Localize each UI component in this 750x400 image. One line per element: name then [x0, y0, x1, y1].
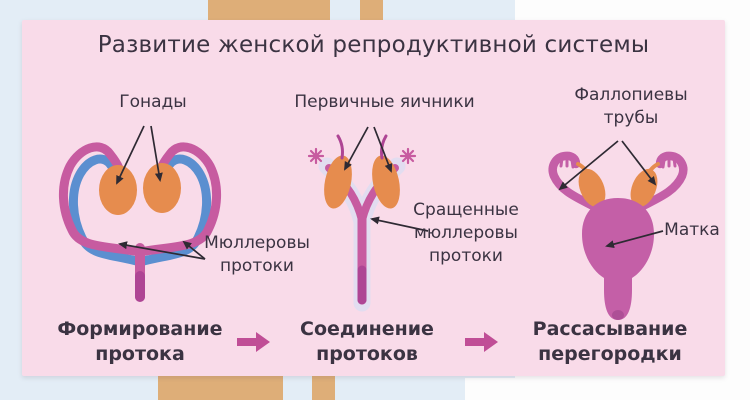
- pointer-primary-ovary-left: [344, 126, 369, 171]
- label-fallopian-tubes: Фаллопиевы трубы: [574, 85, 688, 128]
- fimbriae-left: [559, 156, 575, 169]
- pointer-tube-right: [621, 140, 657, 186]
- label-uterus: Матка: [664, 220, 720, 240]
- label-primary-ovaries: Первичные яичники: [294, 92, 475, 112]
- label-mullerian-ducts: Мюллеровы протоки: [204, 233, 310, 276]
- pointer-mullerian-right: [182, 240, 206, 260]
- fimbriae-right: [661, 156, 677, 169]
- wood-post-top-narrow: [360, 0, 383, 21]
- mullerian-duct-left: [58, 142, 145, 257]
- gonad-right: [143, 163, 181, 213]
- pointer-mullerian-left: [118, 241, 206, 260]
- cervix-tip: [612, 310, 624, 320]
- step-arrow-icon: [465, 332, 498, 352]
- pointer-gonad-right: [150, 125, 163, 182]
- label-fused-ducts: Сращенные мюллеровы протоки: [413, 200, 519, 266]
- duct-stalk-end: [135, 292, 145, 302]
- caption-stage2: Соединение протоков: [300, 318, 434, 366]
- label-gonads: Гонады: [119, 92, 187, 112]
- fallopian-tube-left: [548, 151, 609, 217]
- figure-stage3-uterus: [548, 151, 688, 320]
- pointer-primary-ovary-right: [373, 126, 393, 173]
- caption-stage1: Формирование протока: [57, 318, 223, 366]
- wood-post-bottom-wide: [158, 376, 283, 400]
- caption-stage3: Рассасывание перегородки: [532, 318, 688, 366]
- gonad-left: [99, 165, 137, 215]
- fimbriae-star-right: [399, 147, 417, 165]
- uterus-body: [582, 198, 654, 320]
- pointer-fused-ducts: [370, 216, 429, 232]
- wood-post-top-wide: [208, 0, 330, 21]
- pointer-uterus: [605, 230, 664, 249]
- wood-post-bottom-narrow: [312, 376, 335, 400]
- pointer-gonad-left: [116, 125, 145, 185]
- figure-stage1-ducts: [58, 142, 222, 302]
- fallopian-tube-right: [627, 151, 688, 217]
- fimbriae-star-left: [307, 147, 325, 165]
- mullerian-duct-right: [135, 142, 222, 257]
- primary-ovary-right: [372, 155, 400, 209]
- ovary-horn-left: [336, 134, 344, 160]
- pointer-tube-left: [558, 140, 619, 191]
- poster-title: Развитие женской репродуктивной системы: [97, 32, 650, 58]
- ovary-left: [578, 168, 606, 208]
- step-arrow-icon: [237, 332, 270, 352]
